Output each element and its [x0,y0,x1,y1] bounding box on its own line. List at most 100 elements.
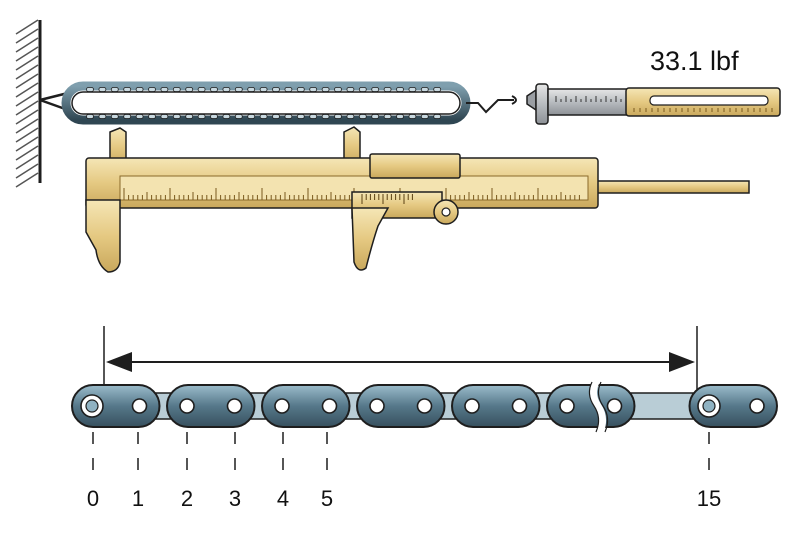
chain-link-upper [247,87,256,92]
chain-link-upper [408,87,417,92]
wall-hatch-line [15,145,39,161]
pitch-number-label: 5 [321,486,333,511]
wall-hatch-line [15,109,39,125]
wall-hatch-line [15,154,39,170]
chain-link-upper [334,87,342,92]
chain-outer-plate [451,384,541,428]
chain-link-lower [123,114,132,119]
wall-hatch-line [15,46,39,62]
chain-link-lower [284,114,293,119]
chain-pin [606,398,623,414]
chain-link-upper [396,87,404,92]
chain-link-upper [433,87,442,92]
chain-link-lower [210,114,218,119]
chain-outer-plate [261,384,351,428]
chain-link-upper [197,87,206,92]
chain-link-upper [358,87,367,92]
wall-anchor-icon [15,19,42,188]
pitch-number-label: 2 [181,486,193,511]
chain-link-upper [210,87,218,92]
chain-link-upper [321,87,330,92]
roller-chain-icon [71,326,778,470]
chain-pin [274,398,290,414]
wall-hatch-line [15,118,39,134]
chain-outer-plate [166,384,256,428]
spring-scale-icon [526,83,781,125]
wall-hatch-line [15,82,39,98]
pitch-number-label: 0 [87,486,99,511]
wall-hatch-line [15,163,39,179]
chain-pin [416,398,433,414]
chain-outer-plate [356,384,446,428]
chain-link-lower [259,114,268,119]
chain-pin [464,398,480,414]
chain-end-pin-core [702,399,716,413]
chain-break-edge [588,381,600,433]
chain-pin [179,398,195,414]
chain-link-upper [148,87,156,92]
chain-link-upper [383,87,392,92]
chain-end-pin-core [85,399,99,413]
wall-hatch-line [15,127,39,143]
chain-link-upper [309,87,318,92]
chain-link-upper [371,87,380,92]
wall-hatch-line [15,172,39,188]
wall-hatch-line [15,73,39,89]
chain-link-lower [296,114,305,119]
chain-link-upper [272,87,280,92]
chain-link-upper [259,87,268,92]
chain-link-lower [197,114,206,119]
pitch-number-label: 15 [697,486,721,511]
chain-link-upper [135,87,144,92]
chain-link-lower [247,114,256,119]
chain-pin [226,398,243,414]
chain-link-upper [185,87,194,92]
chain-link-upper [86,87,94,92]
chain-link-lower [172,114,181,119]
chain-link-upper [98,87,107,92]
chain-link-lower [98,114,107,119]
chain-link-lower [86,114,94,119]
chain-link-upper [123,87,132,92]
chain-link-lower [234,114,243,119]
chain-link-lower [408,114,417,119]
chain-break-gap [589,380,607,434]
chain-link-lower [396,114,404,119]
wall-hatch-line [15,37,39,53]
chain-link-lower [383,114,392,119]
pitch-number-label: 4 [277,486,289,511]
chain-link-upper [234,87,243,92]
wall-hatch-line [15,100,39,116]
wall-hatch-line [15,91,39,107]
chain-link-lower [346,114,355,119]
chain-link-lower [272,114,280,119]
chain-link-upper [222,87,231,92]
chain-link-lower [160,114,169,119]
chain-pin [369,398,385,414]
chain-pin [321,398,338,414]
chain-link-upper [172,87,181,92]
chain-break-edge [597,381,609,433]
chain-pin [559,398,575,414]
chain-link-lower [334,114,342,119]
chain-link-lower [148,114,156,119]
chain-link-lower [420,114,429,119]
chain-link-lower [135,114,144,119]
chain-link-upper [346,87,355,92]
chain-pin [749,398,765,414]
chain-link-upper [284,87,293,92]
chain-pin [511,398,528,414]
chain-link-upper [296,87,305,92]
chain-link-lower [433,114,442,119]
pitch-number-label: 1 [132,486,144,511]
pitch-number-label: 3 [229,486,241,511]
chain-link-upper [160,87,169,92]
wall-hatch-line [15,28,39,44]
chain-link-lower [358,114,367,119]
vernier-caliper-icon [85,126,750,273]
roller-chain-loop [39,81,517,125]
chain-link-lower [185,114,194,119]
force-reading-label: 33.1 lbf [650,46,739,76]
wall-hatch-line [15,136,39,152]
wall-hatch-line [15,64,39,80]
